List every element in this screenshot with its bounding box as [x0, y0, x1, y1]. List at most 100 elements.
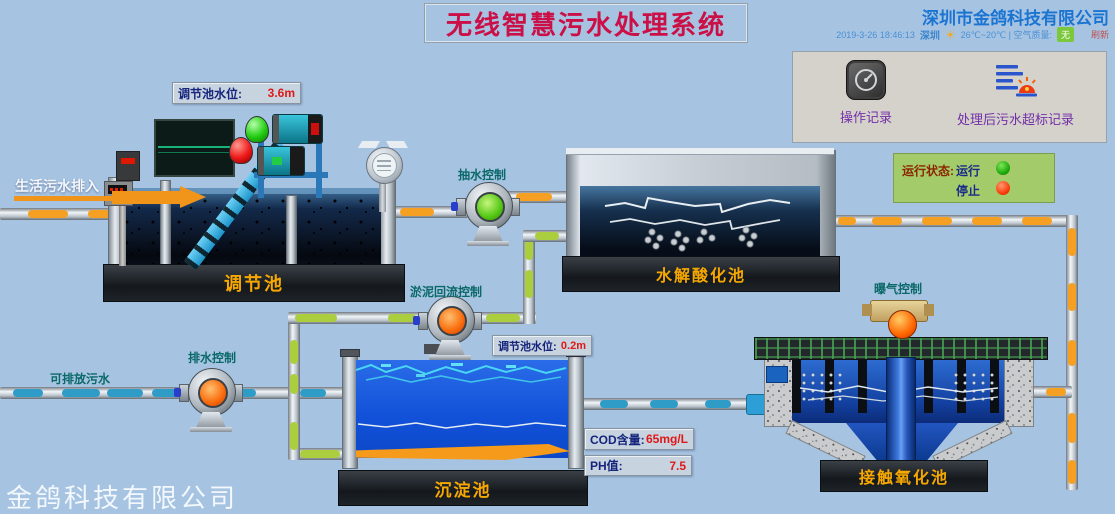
motor-cap	[258, 147, 264, 175]
flow-segment	[525, 270, 533, 298]
flow-segment	[13, 389, 43, 397]
run-status-panel: 运行状态: 运行 停止	[893, 153, 1055, 203]
pump-baseplate	[190, 427, 232, 432]
hydrolysis-tank-label: 水解酸化池	[655, 268, 746, 285]
alarm-list-icon	[995, 65, 1037, 97]
sludge-return-riser	[523, 232, 535, 324]
flow-segment	[300, 389, 326, 397]
sludge-top-pipe	[288, 312, 428, 324]
pump-status-light	[437, 306, 467, 336]
sludge-return-inlet-pipe	[523, 230, 573, 242]
pump-baseplate	[429, 355, 471, 360]
dosing-motor	[272, 114, 323, 144]
drain-pump[interactable]	[174, 368, 243, 434]
flow-segment	[600, 400, 628, 408]
regulating-level-readout: 调节池水位: 3.6m	[172, 82, 301, 104]
running-indicator	[996, 161, 1010, 175]
pump-frame-post	[316, 132, 322, 198]
motor-indicator	[272, 157, 282, 165]
page-title: 无线智慧污水处理系统	[445, 9, 726, 40]
regulating-level-readout-2: 调节池水位: 0.2m	[492, 335, 592, 356]
bubble-cluster	[952, 371, 994, 401]
flow-segment	[1068, 340, 1076, 366]
flow-segment	[1068, 283, 1076, 311]
reading-label: PH值:	[590, 459, 623, 473]
flowmeter-face	[372, 153, 397, 178]
refresh-button[interactable]: 刷新	[1090, 30, 1109, 40]
flow-segment	[290, 422, 298, 450]
flow-segment	[28, 210, 68, 218]
flow-segment	[922, 217, 952, 225]
biofilm-media-graphic	[604, 196, 791, 252]
gauge-icon	[855, 69, 877, 91]
inlet-arrow-body	[112, 191, 180, 204]
valve-lug	[924, 304, 934, 316]
datetime: 2019-3-26 18:46:13	[836, 29, 915, 40]
valve-lug	[862, 304, 872, 316]
sedimentation-tank-base: 沉淀池	[338, 470, 588, 506]
sludge-pump-outlet-pipe	[468, 312, 536, 324]
flow-segment	[400, 208, 434, 216]
cod-readout: COD含量: 65mg/L	[584, 428, 694, 450]
flow-segment	[838, 217, 856, 225]
flowmeter-wing	[357, 141, 381, 148]
hydrolysis-outlet-pipe	[826, 215, 1078, 227]
reading-value: 0.2m	[560, 339, 586, 352]
operation-records-button[interactable]: 操作记录	[811, 60, 921, 126]
exceed-records-label: 处理后污水超标记录	[956, 112, 1074, 127]
motor-cap	[273, 115, 279, 143]
sludge-return-pump[interactable]	[413, 296, 482, 362]
right-down-pipe	[1066, 215, 1078, 490]
green-signal-lamp	[245, 116, 269, 143]
monitor-screen	[154, 119, 235, 177]
pump-to-hydrolysis-pipe	[504, 191, 572, 203]
motor-terminal	[311, 123, 319, 135]
reading-value: 3.6m	[267, 86, 295, 100]
reading-label: COD含量:	[590, 432, 645, 447]
pump-pedestal	[473, 226, 503, 242]
flow-segment	[62, 389, 100, 397]
regulating-tank-label: 调节池	[224, 274, 284, 294]
flow-segment	[972, 217, 1002, 225]
motor-cap	[308, 115, 322, 143]
flow-segment	[1022, 217, 1052, 225]
city-name: 深圳	[919, 31, 940, 42]
flow-segment	[88, 210, 112, 218]
motor-body	[279, 115, 308, 143]
pump-status-light	[198, 378, 228, 408]
reading-value: 7.5	[669, 458, 686, 473]
suction-pump[interactable]	[451, 182, 520, 248]
flow-segment	[152, 389, 178, 397]
flowmeter-readout	[377, 160, 391, 171]
reading-label: 调节池水位:	[498, 340, 557, 353]
exceed-records-button[interactable]: 处理后污水超标记录	[933, 60, 1098, 128]
flow-segment	[290, 374, 298, 394]
stopped-label: 停止	[956, 184, 981, 198]
flow-segment	[872, 217, 902, 225]
flow-segment	[705, 400, 731, 408]
oxidation-right-wall	[1004, 357, 1034, 427]
company-watermark: 金鸽科技有限公司	[6, 483, 239, 513]
flow-segment	[650, 400, 678, 408]
flow-segment	[1046, 388, 1066, 396]
aeration-valve-ball[interactable]	[888, 310, 917, 339]
surface-squiggles	[356, 363, 567, 383]
motor-cap	[290, 147, 304, 175]
discharge-label: 可排放污水	[50, 372, 111, 386]
sludge-bottom-pipe	[290, 448, 352, 460]
pump-valve-handle	[451, 202, 458, 211]
run-status-title: 运行状态:	[902, 164, 954, 178]
aeration-control-label: 曝气控制	[874, 282, 923, 296]
sun-icon: ☀	[944, 27, 956, 42]
regulating-to-pump-pipe	[392, 206, 468, 218]
regulating-tank-base: 调节池	[103, 264, 405, 302]
bubble-cluster	[800, 371, 842, 401]
pump-status-light	[475, 192, 505, 222]
oxidation-to-sedimentation-pipe	[577, 398, 762, 410]
pump-baseplate	[467, 241, 509, 246]
oxidation-tank-base: 接触氧化池	[820, 460, 988, 492]
pump-valve-handle	[174, 388, 181, 397]
inlet-flow-line	[14, 196, 116, 201]
inlet-pipe	[0, 208, 114, 220]
